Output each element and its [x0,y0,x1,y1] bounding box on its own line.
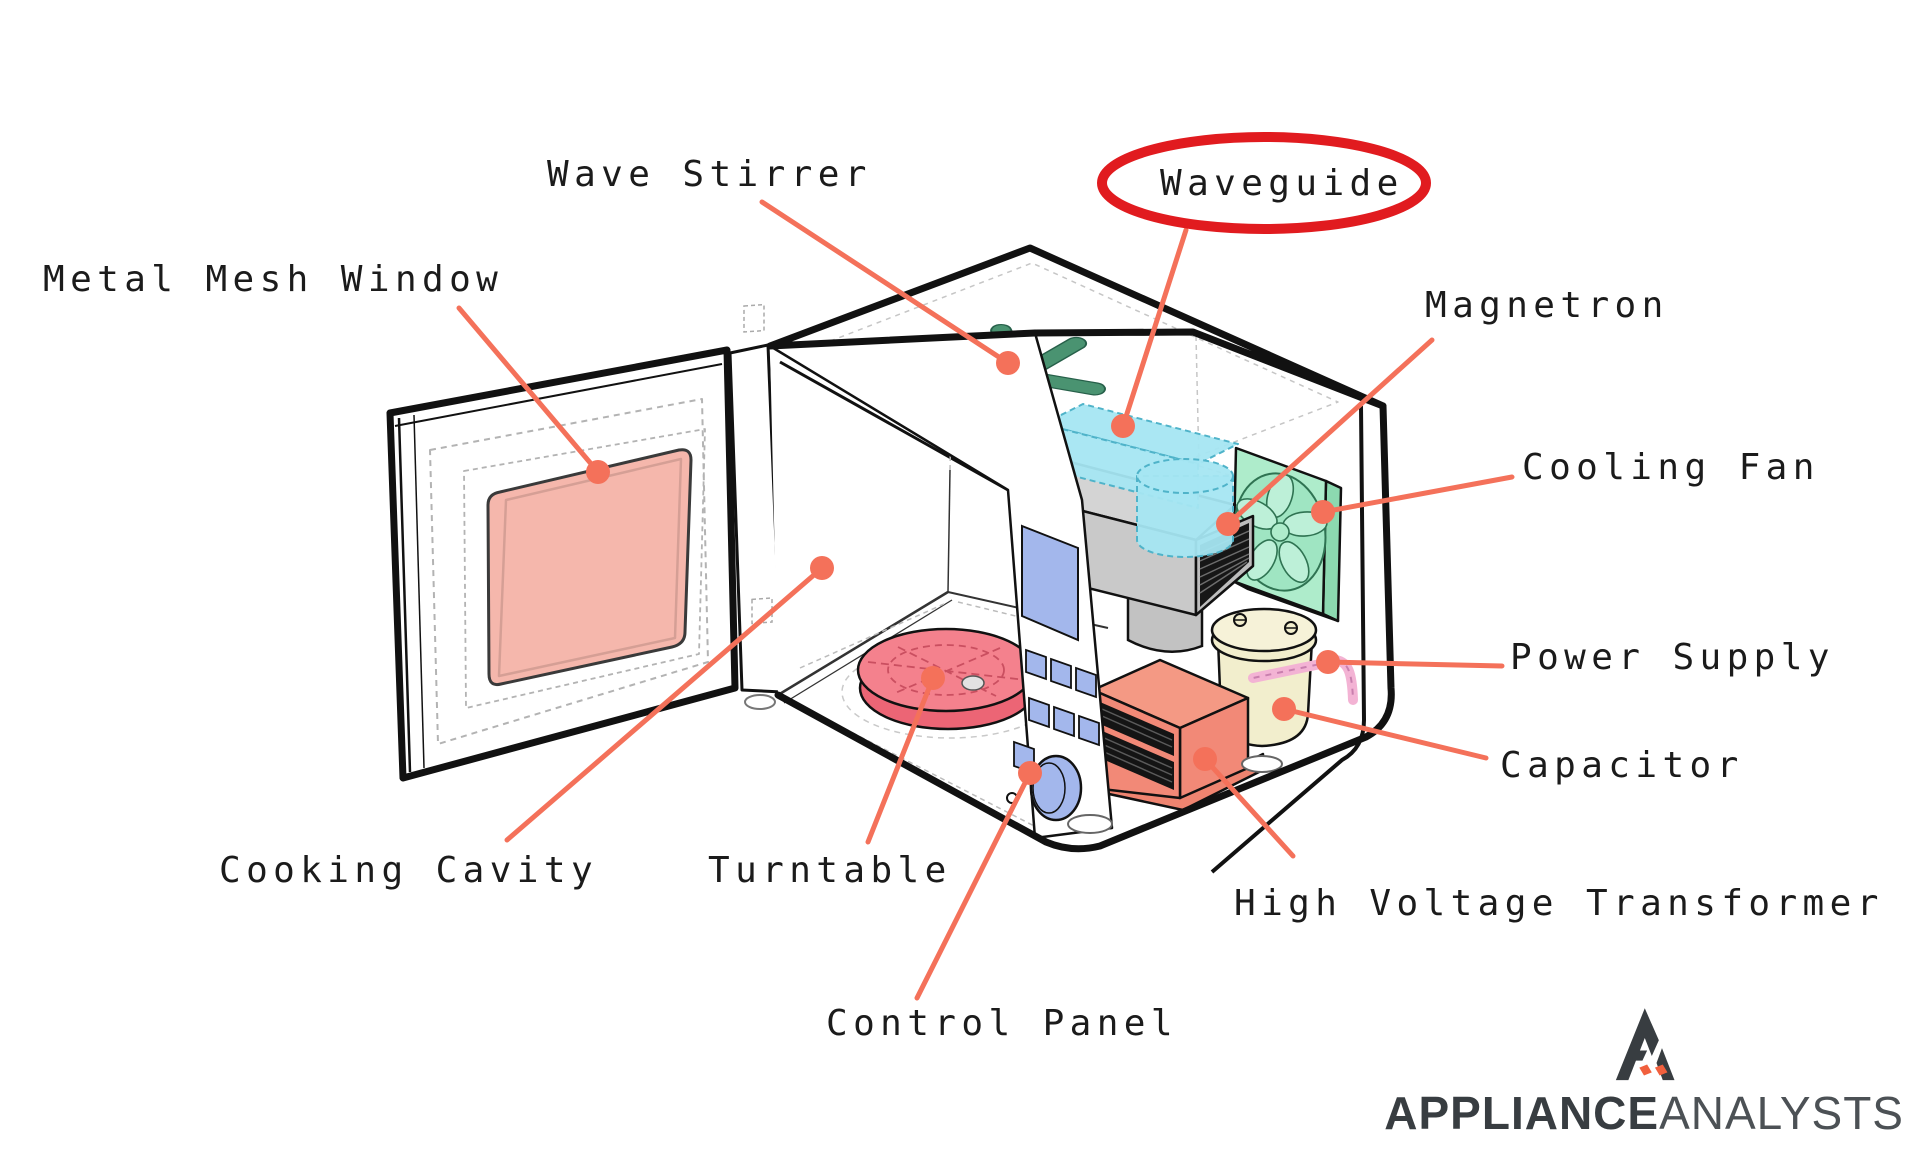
label-magnetron: Magnetron [1425,285,1669,326]
label-turntable: Turntable [708,850,952,891]
label-cooking-cavity: Cooking Cavity [219,850,599,891]
waveguide-highlight-ellipse [1097,132,1431,234]
label-wave-stirrer: Wave Stirrer [547,154,872,195]
logo-brand-primary: APPLIANCE [1384,1087,1660,1139]
cooling-fan-shape [1231,446,1343,623]
label-high-voltage-transformer: High Voltage Transformer [1234,883,1884,924]
turntable-shape [856,627,1038,731]
door [386,346,739,782]
leader-dots [586,351,1340,785]
high-voltage-transformer-shape [1070,658,1265,812]
appliance-analysts-logo: APPLIANCEANALYSTS [1384,1002,1904,1136]
label-metal-mesh-window: Metal Mesh Window [43,259,504,300]
cooking-cavity-interior [777,360,1109,831]
label-cooling-fan: Cooling Fan [1522,447,1820,488]
logo-wordmark: APPLIANCEANALYSTS [1384,1090,1904,1136]
label-waveguide: Waveguide [1160,163,1404,204]
leader-lines [456,199,1515,1001]
label-power-supply: Power Supply [1510,637,1835,678]
control-panel-shape [1006,524,1100,822]
logo-mountain-icon [1615,1008,1675,1081]
label-capacitor: Capacitor [1500,745,1744,786]
body-top-outline [766,244,1387,410]
waveguide-shape [1042,403,1239,558]
component-compartment [1030,335,1358,812]
logo-brand-secondary: ANALYSTS [1659,1087,1904,1139]
label-control-panel: Control Panel [826,1003,1178,1044]
metal-mesh-window-shape [486,448,693,686]
